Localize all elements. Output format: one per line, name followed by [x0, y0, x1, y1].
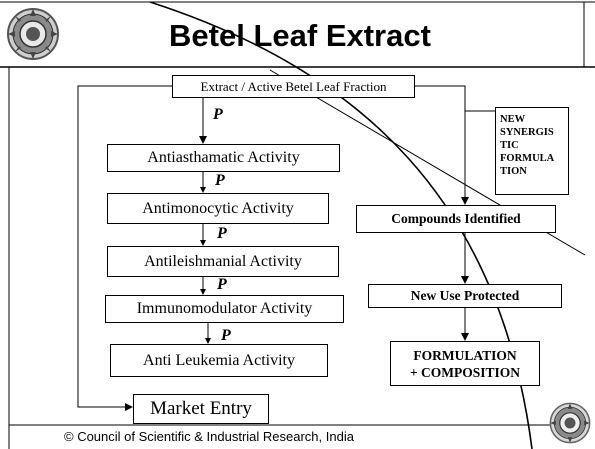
activity-box-antileishmanial: Antileishmanial Activity	[107, 246, 339, 277]
market-entry-box: Market Entry	[133, 394, 269, 424]
arrowhead-activity-5	[205, 338, 211, 344]
p-label-5: P	[221, 327, 231, 344]
formulation-line-2: + COMPOSITION	[409, 364, 521, 380]
activity-label: Antimonocytic Activity	[142, 199, 294, 217]
activity-box-immunomodulator: Immunomodulator Activity	[105, 295, 344, 323]
activity-box-anti-leukemia: Anti Leukemia Activity	[110, 344, 328, 377]
p-label-1: P	[213, 106, 223, 123]
footer-copyright: © Council of Scientific & Industrial Res…	[64, 429, 354, 444]
compounds-identified-box: Compounds Identified	[356, 205, 556, 233]
connector-right-branch	[415, 85, 466, 198]
extract-fraction-box: Extract / Active Betel Leaf Fraction	[172, 75, 415, 98]
activity-label: Antileishmanial Activity	[144, 252, 302, 270]
p-label-4: P	[217, 276, 227, 293]
csir-logo-small-icon	[549, 402, 591, 444]
page-title: Betel Leaf Extract	[169, 18, 431, 53]
arrowhead-activity-4	[200, 289, 206, 295]
arrowhead-compounds	[461, 197, 469, 205]
new-use-protected-box: New Use Protected	[368, 284, 562, 308]
p-label-2: P	[215, 172, 225, 189]
new-use-protected-label: New Use Protected	[410, 288, 520, 303]
synergistic-note-text: NEW SYNERGIS TIC FORMULA TION	[500, 114, 554, 177]
activity-label: Antiasthamatic Activity	[147, 149, 300, 166]
activity-label: Immunomodulator Activity	[136, 300, 313, 317]
csir-logo-icon	[7, 8, 59, 60]
formulation-box: FORMULATION + COMPOSITION	[390, 341, 540, 386]
arrowhead-activity-2	[200, 187, 206, 193]
connector-left-loop	[77, 85, 172, 408]
synergistic-note-box: NEW SYNERGIS TIC FORMULA TION	[495, 107, 569, 195]
arrowhead-activity-3	[200, 240, 206, 246]
arrowhead-new-use	[461, 276, 469, 284]
market-entry-label: Market Entry	[150, 398, 252, 419]
arrowhead-market-entry	[125, 403, 133, 411]
activity-label: Anti Leukemia Activity	[143, 351, 295, 369]
arrowhead-activity-1	[199, 136, 207, 144]
activity-box-antimonocytic: Antimonocytic Activity	[107, 193, 329, 224]
formulation-line-1: FORMULATION	[413, 347, 517, 363]
compounds-identified-label: Compounds Identified	[391, 211, 521, 226]
p-label-3: P	[217, 225, 227, 242]
arrowhead-formulation	[461, 333, 469, 341]
extract-fraction-label: Extract / Active Betel Leaf Fraction	[200, 78, 387, 94]
activity-box-antiasthmatic: Antiasthamatic Activity	[107, 144, 340, 172]
